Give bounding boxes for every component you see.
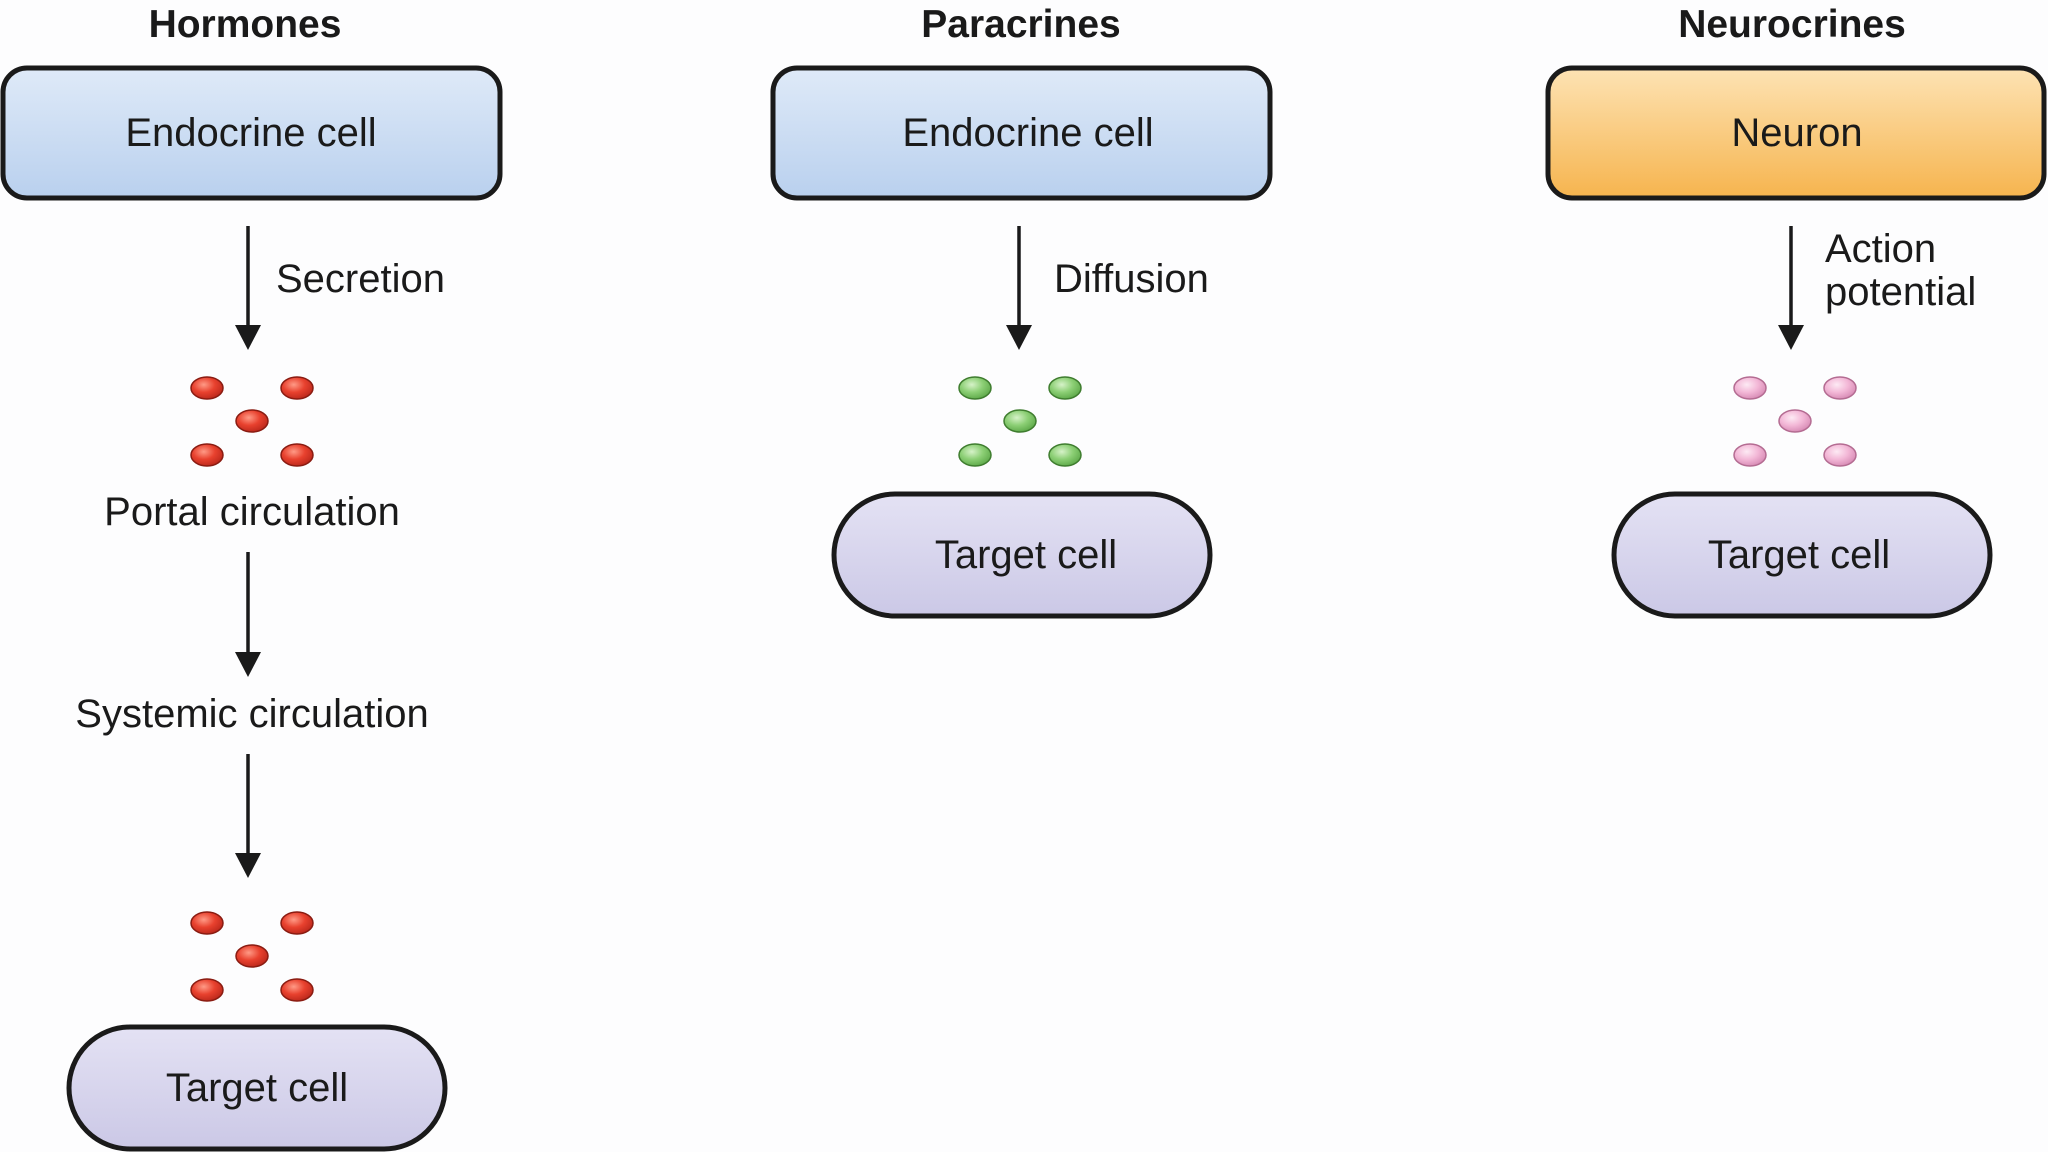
neurocrines-target-cell-label: Target cell: [1708, 533, 1890, 577]
portal-circulation-label: Portal circulation: [104, 490, 400, 534]
hormones-target-cell-label: Target cell: [166, 1066, 348, 1110]
neurocrines-particles: [1733, 376, 1857, 467]
paracrines-column: Paracrines Endocrine cell Diffusion Targ…: [770, 3, 1273, 619]
neurocrines-column: Neurocrines Neuron Action potential Targ…: [1545, 3, 2047, 619]
paracrines-endocrine-cell-box: [770, 65, 1273, 201]
paracrines-heading: Paracrines: [921, 3, 1120, 46]
hormones-portal-arrow: [235, 552, 261, 677]
paracrines-target-cell-label: Target cell: [935, 533, 1117, 577]
neurocrines-heading: Neurocrines: [1678, 3, 1906, 46]
action-potential-label-line-2: potential: [1825, 270, 1976, 314]
paracrines-particles: [958, 376, 1082, 467]
hormones-secretion-label: Secretion: [276, 257, 445, 301]
hormones-column: Hormones Endocrine cell Secretion Portal…: [0, 3, 503, 1152]
paracrines-diffusion-arrow: [1006, 226, 1032, 350]
neuron-box: [1545, 65, 2047, 201]
hormones-particles-2: [190, 911, 314, 1002]
hormones-systemic-arrow: [235, 754, 261, 878]
hormones-heading: Hormones: [149, 3, 342, 46]
systemic-circulation-label: Systemic circulation: [75, 692, 428, 736]
neurocrines-action-potential-arrow: [1778, 226, 1804, 350]
paracrines-endocrine-cell-label: Endocrine cell: [902, 111, 1153, 155]
paracrines-diffusion-label: Diffusion: [1054, 257, 1209, 301]
hormones-particles-1: [190, 376, 314, 467]
hormones-endocrine-cell-label: Endocrine cell: [125, 111, 376, 155]
neurocrines-target-cell: [1611, 491, 1993, 619]
hormones-endocrine-cell-box: [0, 65, 503, 201]
hormones-secretion-arrow: [235, 226, 261, 350]
action-potential-label-line-1: Action: [1825, 227, 1936, 271]
hormones-target-cell: [66, 1024, 448, 1152]
paracrines-target-cell: [831, 491, 1213, 619]
neuron-label: Neuron: [1731, 111, 1862, 155]
